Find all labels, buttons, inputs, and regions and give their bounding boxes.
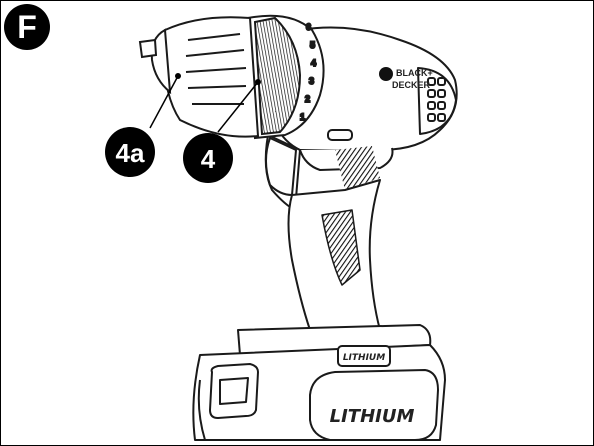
callout-4-label: 4 xyxy=(201,144,216,174)
drill-body xyxy=(192,26,458,441)
torque-scale-2: 2 xyxy=(305,94,310,104)
torque-scale-6: 6 xyxy=(306,22,311,32)
brand-line2: DECKER xyxy=(392,80,431,90)
torque-scale-4: 4 xyxy=(311,58,316,68)
brand-logo: BLACK+ DECKER xyxy=(379,67,433,90)
battery-label-small: LITHIUM xyxy=(343,353,385,363)
figure-badge: F xyxy=(4,4,50,50)
callout-4: 4 xyxy=(183,79,261,183)
vent-grille xyxy=(417,67,457,135)
brand-line1: BLACK+ xyxy=(396,68,433,78)
torque-scale-1: 1 xyxy=(300,112,305,122)
chuck xyxy=(138,16,260,138)
torque-adjustment-collar: 1 2 3 4 5 6 xyxy=(246,14,325,140)
callout-4a: 4a xyxy=(105,73,181,177)
figure-label: F xyxy=(17,9,37,45)
torque-scale-5: 5 xyxy=(310,40,315,50)
battery-label-large: LITHIUM xyxy=(330,406,415,427)
callout-4a-label: 4a xyxy=(116,138,145,168)
torque-scale-3: 3 xyxy=(309,76,314,86)
